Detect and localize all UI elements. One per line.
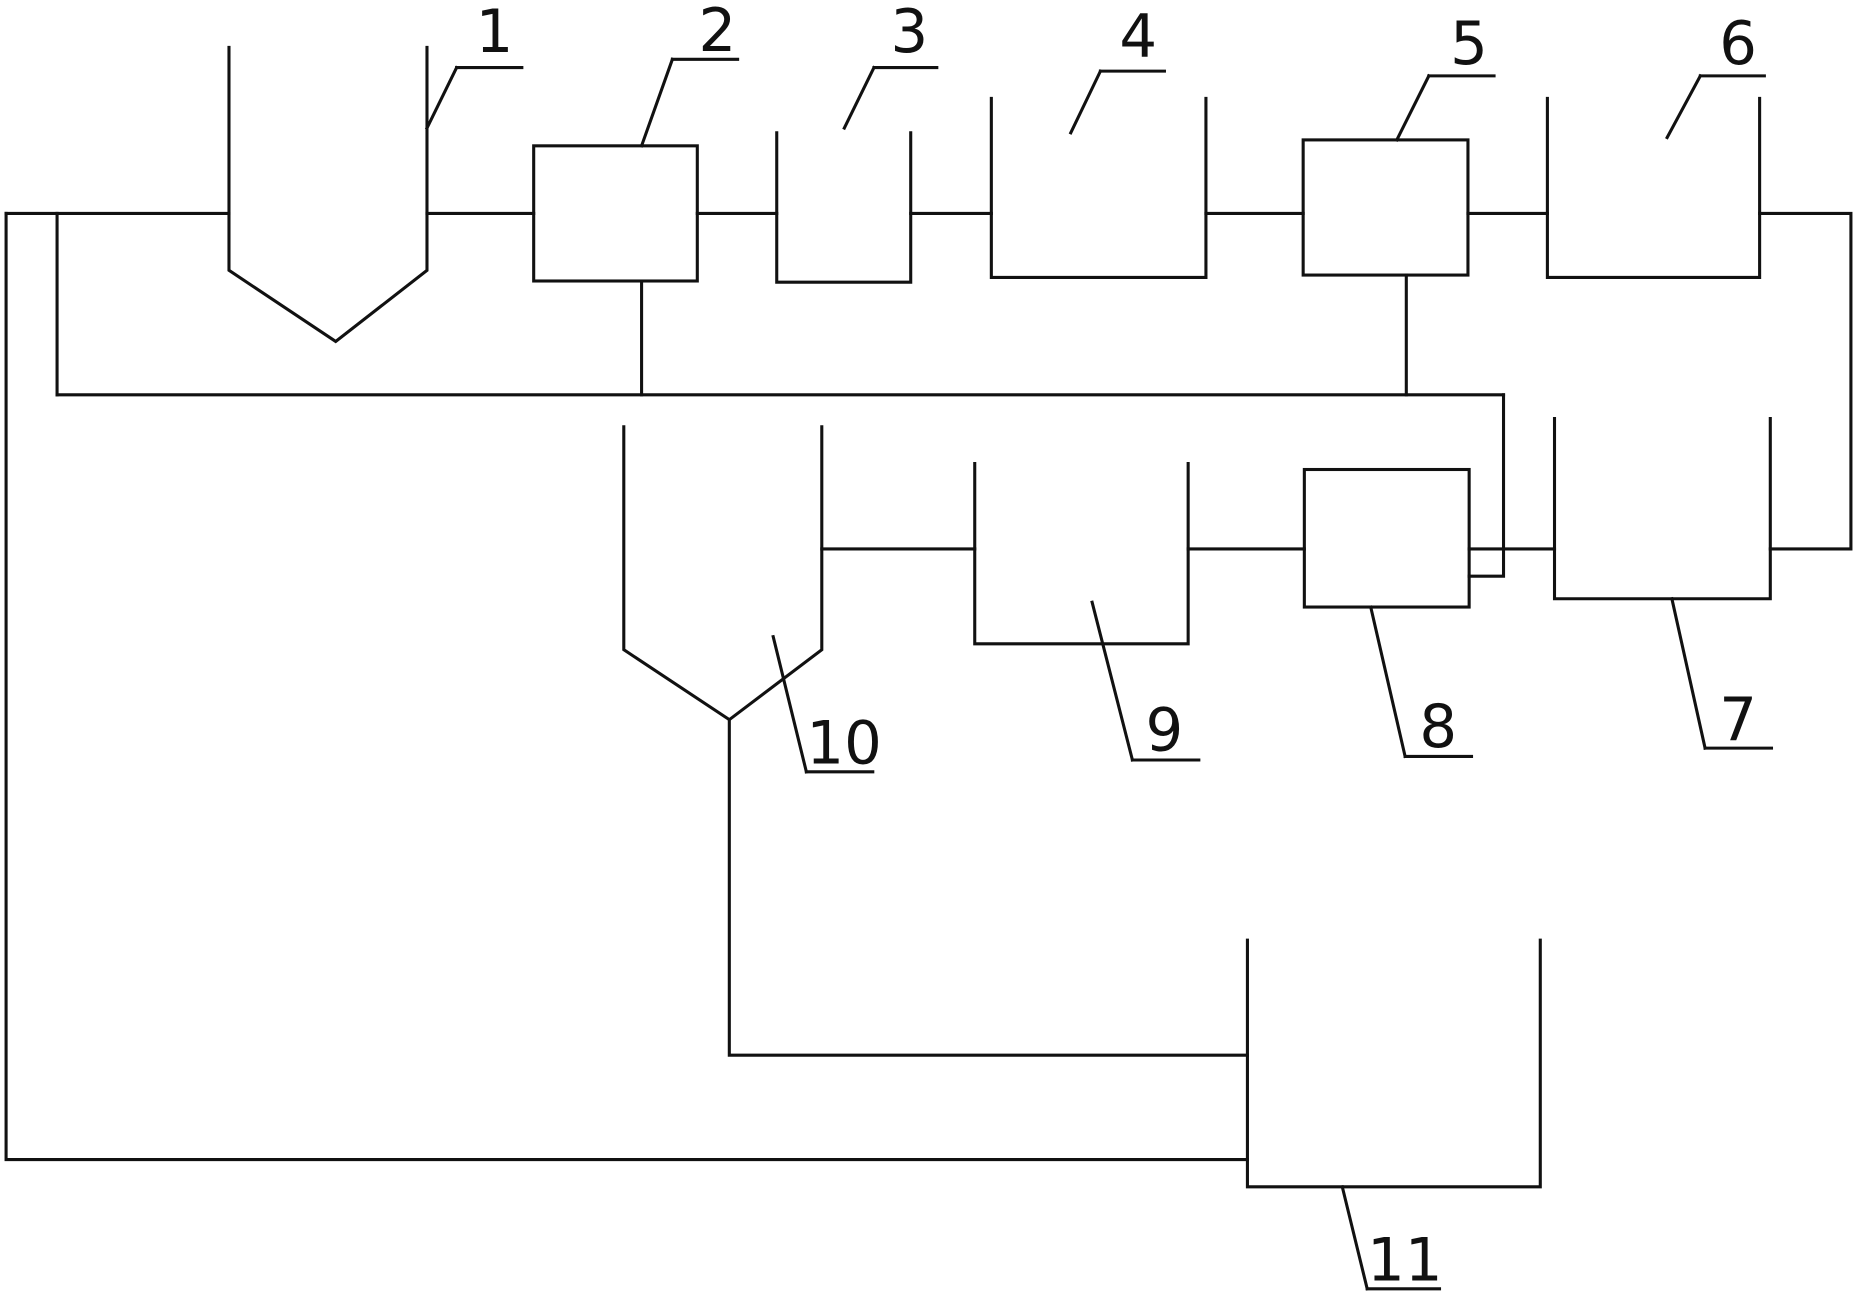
label-8: 8 [1419, 692, 1457, 761]
callout-7: 7 [1670, 596, 1774, 754]
unit-9-tank [973, 462, 1190, 646]
pipe-lines [4, 211, 1853, 1162]
callout-2: 2 [639, 0, 740, 148]
unit-5-box [1301, 138, 1470, 277]
callout-5: 5 [1394, 9, 1496, 142]
callout-3: 3 [842, 0, 939, 131]
label-5: 5 [1450, 9, 1488, 78]
callout-11: 11 [1340, 1184, 1443, 1294]
label-1: 1 [476, 0, 514, 66]
unit-10-v-tank [622, 425, 824, 722]
label-11: 11 [1367, 1225, 1442, 1294]
label-9: 9 [1145, 695, 1183, 764]
label-10: 10 [806, 709, 881, 778]
label-4: 4 [1119, 2, 1157, 71]
callout-10: 10 [771, 634, 882, 778]
callout-8: 8 [1368, 605, 1474, 761]
unit-2-box [532, 144, 699, 283]
callout-9: 9 [1090, 600, 1201, 764]
unit-3-tank [775, 131, 913, 284]
unit-1-v-tank [227, 45, 429, 344]
unit-11-tank [1245, 938, 1542, 1189]
label-3: 3 [891, 0, 929, 66]
callout-6: 6 [1665, 9, 1766, 140]
label-6: 6 [1719, 9, 1757, 78]
callout-1: 1 [424, 0, 524, 131]
unit-8-box [1302, 467, 1471, 609]
callout-4: 4 [1068, 2, 1166, 135]
unit-6-tank [1545, 96, 1762, 279]
unit-7-tank [1552, 416, 1772, 601]
label-2: 2 [698, 0, 736, 65]
label-7: 7 [1719, 685, 1757, 754]
unit-4-tank [989, 96, 1208, 279]
